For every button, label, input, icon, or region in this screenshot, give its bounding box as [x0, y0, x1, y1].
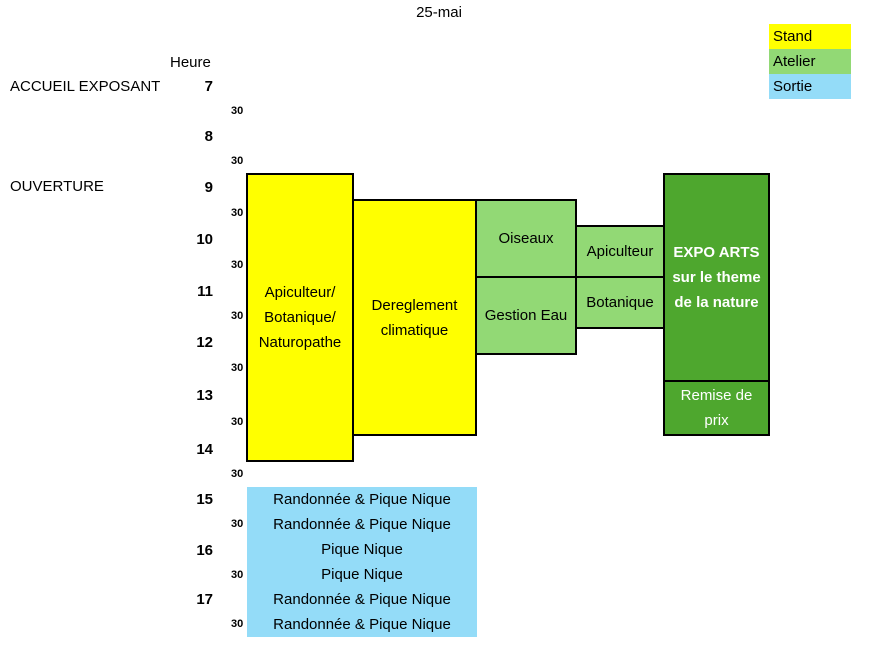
legend-sortie: Sortie [769, 74, 851, 99]
hour-label: 11 [197, 283, 213, 300]
half-hour-label: 30 [231, 155, 244, 167]
stand-apiculteur-botanique-naturopathe: Apiculteur/ Botanique/ Naturopathe [246, 173, 354, 462]
expo-arts-block: EXPO ARTS sur le theme de la nature [663, 173, 770, 382]
half-hour-label: 30 [231, 105, 244, 117]
block-line: climatique [380, 321, 449, 339]
block-line: Botanique [586, 294, 654, 311]
stand-dereglement-climatique: Dereglement climatique [352, 199, 477, 436]
half-hour-label: 30 [231, 362, 244, 374]
block-line: prix [704, 412, 729, 429]
legend-stand: Stand [769, 24, 851, 49]
half-hour-label: 30 [231, 569, 244, 581]
block-line: Botanique/ [264, 309, 336, 326]
block-line: Naturopathe [258, 334, 342, 351]
half-hour-label: 30 [231, 310, 244, 322]
block-line: Dereglement [371, 296, 458, 314]
block-line: Apiculteur/ [264, 284, 336, 301]
hour-label: 10 [196, 231, 213, 248]
half-hour-label: 30 [231, 518, 244, 530]
ouverture-label: OUVERTURE [10, 178, 104, 195]
hour-label: 17 [196, 591, 213, 608]
hour-label: 15 [196, 491, 213, 508]
sortie-row: Randonnée & Pique Nique [247, 612, 477, 637]
sortie-row: Randonnée & Pique Nique [247, 587, 477, 612]
hour-label: 12 [196, 334, 213, 351]
sortie-row: Randonnée & Pique Nique [247, 512, 477, 537]
half-hour-label: 30 [231, 416, 244, 428]
half-hour-label: 30 [231, 468, 244, 480]
block-line: de la nature [674, 294, 759, 311]
half-hour-label: 30 [231, 259, 244, 271]
half-hour-label: 30 [231, 207, 244, 219]
hour-label: 7 [204, 78, 213, 95]
block-line: Remise de [680, 387, 753, 404]
remise-de-prix-block: Remise de prix [663, 380, 770, 436]
legend-atelier: Atelier [769, 49, 851, 74]
accueil-exposant-label: ACCUEIL EXPOSANT [10, 78, 161, 95]
atelier-botanique: Botanique [575, 276, 665, 329]
hour-label: 14 [196, 441, 213, 458]
atelier-gestion-eau: Gestion Eau [475, 276, 577, 355]
block-line: sur le theme [672, 269, 761, 286]
sortie-row: Pique Nique [247, 537, 477, 562]
page-title: 25-mai [416, 4, 462, 21]
block-line: Apiculteur [586, 243, 654, 260]
block-line: Gestion Eau [484, 307, 568, 324]
atelier-oiseaux: Oiseaux [475, 199, 577, 278]
atelier-apiculteur: Apiculteur [575, 225, 665, 278]
block-line: Oiseaux [498, 230, 554, 247]
block-line: EXPO ARTS [673, 244, 760, 261]
hour-label: 8 [204, 128, 213, 145]
hour-label: 9 [204, 179, 213, 196]
hour-label: 13 [196, 387, 213, 404]
sortie-row: Pique Nique [247, 562, 477, 587]
sortie-row: Randonnée & Pique Nique [247, 487, 477, 512]
hour-label: 16 [196, 542, 213, 559]
heure-header: Heure [170, 54, 211, 71]
half-hour-label: 30 [231, 618, 244, 630]
